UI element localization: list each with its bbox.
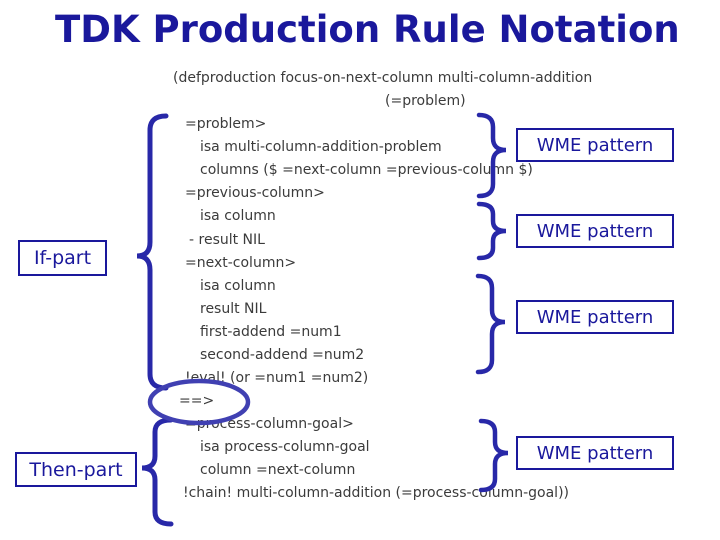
wme-brace-4: [478, 418, 509, 493]
code-line-column-next: column =next-column: [200, 462, 356, 478]
wme-pattern-label-4: WME pattern: [536, 442, 654, 464]
wme-brace-1: [476, 112, 507, 199]
wme-pattern-label-1: WME pattern: [536, 134, 654, 156]
code-line-defproduction: (defproduction focus-on-next-column mult…: [173, 70, 593, 86]
if-part-brace: [136, 113, 169, 391]
if-part-label: If-part: [33, 247, 92, 269]
page-title: TDK Production Rule Notation: [55, 8, 680, 51]
code-line-isa-column-2: isa column: [200, 278, 276, 294]
code-line-second-addend: second-addend =num2: [200, 347, 365, 363]
code-line-first-addend: first-addend =num1: [200, 324, 342, 340]
then-part-brace: [141, 417, 174, 527]
code-line-result-nil: result NIL: [200, 301, 267, 317]
then-part-label: Then-part: [29, 458, 123, 481]
wme-pattern-box-3: WME pattern: [516, 300, 674, 334]
wme-brace-2: [476, 201, 507, 261]
code-line-eval: !eval! (or =num1 =num2): [185, 370, 369, 386]
code-line-isa-process: isa process-column-goal: [200, 439, 370, 455]
code-line-neg-result: - result NIL: [189, 232, 265, 248]
code-line-prev-column: =previous-column>: [185, 185, 325, 201]
code-line-chain: !chain! multi-column-addition (=process-…: [183, 485, 569, 501]
wme-pattern-box-1: WME pattern: [516, 128, 674, 162]
then-part-label-box: Then-part: [15, 452, 137, 487]
code-line-columns: columns ($ =next-column =previous-column…: [200, 162, 533, 178]
wme-pattern-box-4: WME pattern: [516, 436, 674, 470]
code-line-process-goal: =process-column-goal>: [185, 416, 354, 432]
code-line-problem-arg: (=problem): [385, 93, 466, 109]
code-line-next-column: =next-column>: [185, 255, 297, 271]
code-line-isa-column-1: isa column: [200, 208, 276, 224]
wme-brace-3: [475, 273, 506, 375]
wme-pattern-label-2: WME pattern: [536, 220, 654, 242]
if-part-label-box: If-part: [18, 240, 107, 276]
wme-pattern-box-2: WME pattern: [516, 214, 674, 248]
code-line-arrow: ==>: [179, 393, 215, 409]
code-line-problem: =problem>: [185, 116, 267, 132]
code-line-isa-mca: isa multi-column-addition-problem: [200, 139, 442, 155]
wme-pattern-label-3: WME pattern: [536, 306, 654, 328]
